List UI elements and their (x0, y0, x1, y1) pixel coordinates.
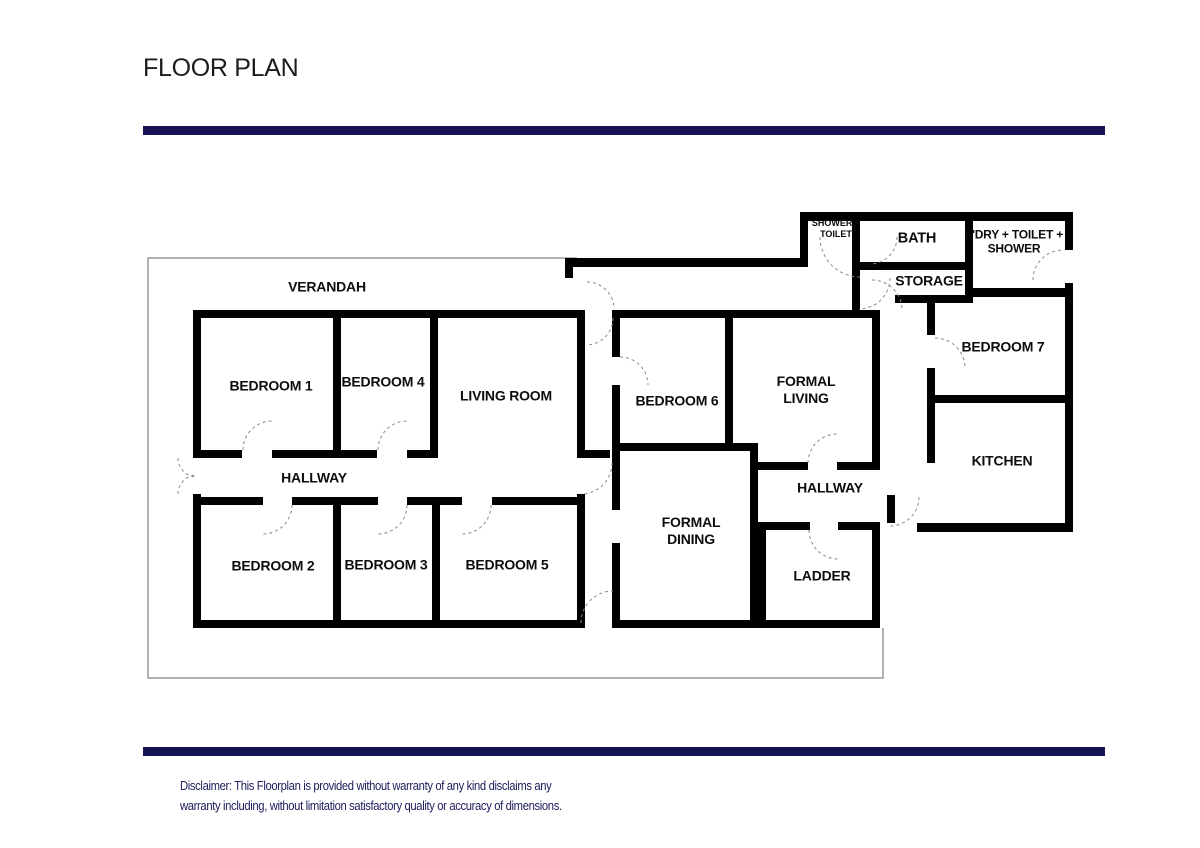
page-title: FLOOR PLAN (143, 54, 299, 82)
door-arcs (177, 236, 1064, 624)
room-label-laundry-toilet-shower: L'DRY + TOILET + SHOWER (964, 227, 1064, 256)
room-label-bedroom-7: BEDROOM 7 (961, 338, 1045, 355)
room-label-ladder: LADDER (793, 567, 851, 584)
room-label-bedroom-4: BEDROOM 4 (341, 373, 425, 390)
room-label-bedroom-2: BEDROOM 2 (231, 557, 315, 574)
room-label-formal-living: FORMAL LIVING (776, 373, 836, 406)
room-label-formal-dining: FORMAL DINING (661, 514, 721, 547)
room-label-hallway-east: HALLWAY (797, 479, 863, 496)
room-label-verandah: VERANDAH (288, 278, 366, 295)
room-label-shower-toilet: SHOWER + TOILET (811, 218, 861, 239)
disclaimer-line-1: Disclaimer: This Floorplan is provided w… (180, 779, 552, 793)
bottom-divider-bar (143, 747, 1105, 756)
disclaimer: Disclaimer: This Floorplan is provided w… (180, 776, 562, 816)
disclaimer-line-2: warranty including, without limitation s… (180, 799, 562, 813)
verandah-outline (147, 257, 884, 679)
room-label-kitchen: KITCHEN (971, 452, 1033, 469)
room-label-living-room: LIVING ROOM (460, 387, 552, 404)
room-label-storage: STORAGE (895, 272, 963, 289)
room-label-bedroom-3: BEDROOM 3 (344, 556, 428, 573)
room-label-bath: BATH (897, 230, 937, 247)
room-label-bedroom-5: BEDROOM 5 (465, 556, 549, 573)
walls (193, 212, 1073, 628)
room-label-bedroom-1: BEDROOM 1 (229, 377, 313, 394)
room-label-hallway-west: HALLWAY (281, 469, 347, 486)
top-divider-bar (143, 126, 1105, 135)
room-label-bedroom-6: BEDROOM 6 (635, 392, 719, 409)
